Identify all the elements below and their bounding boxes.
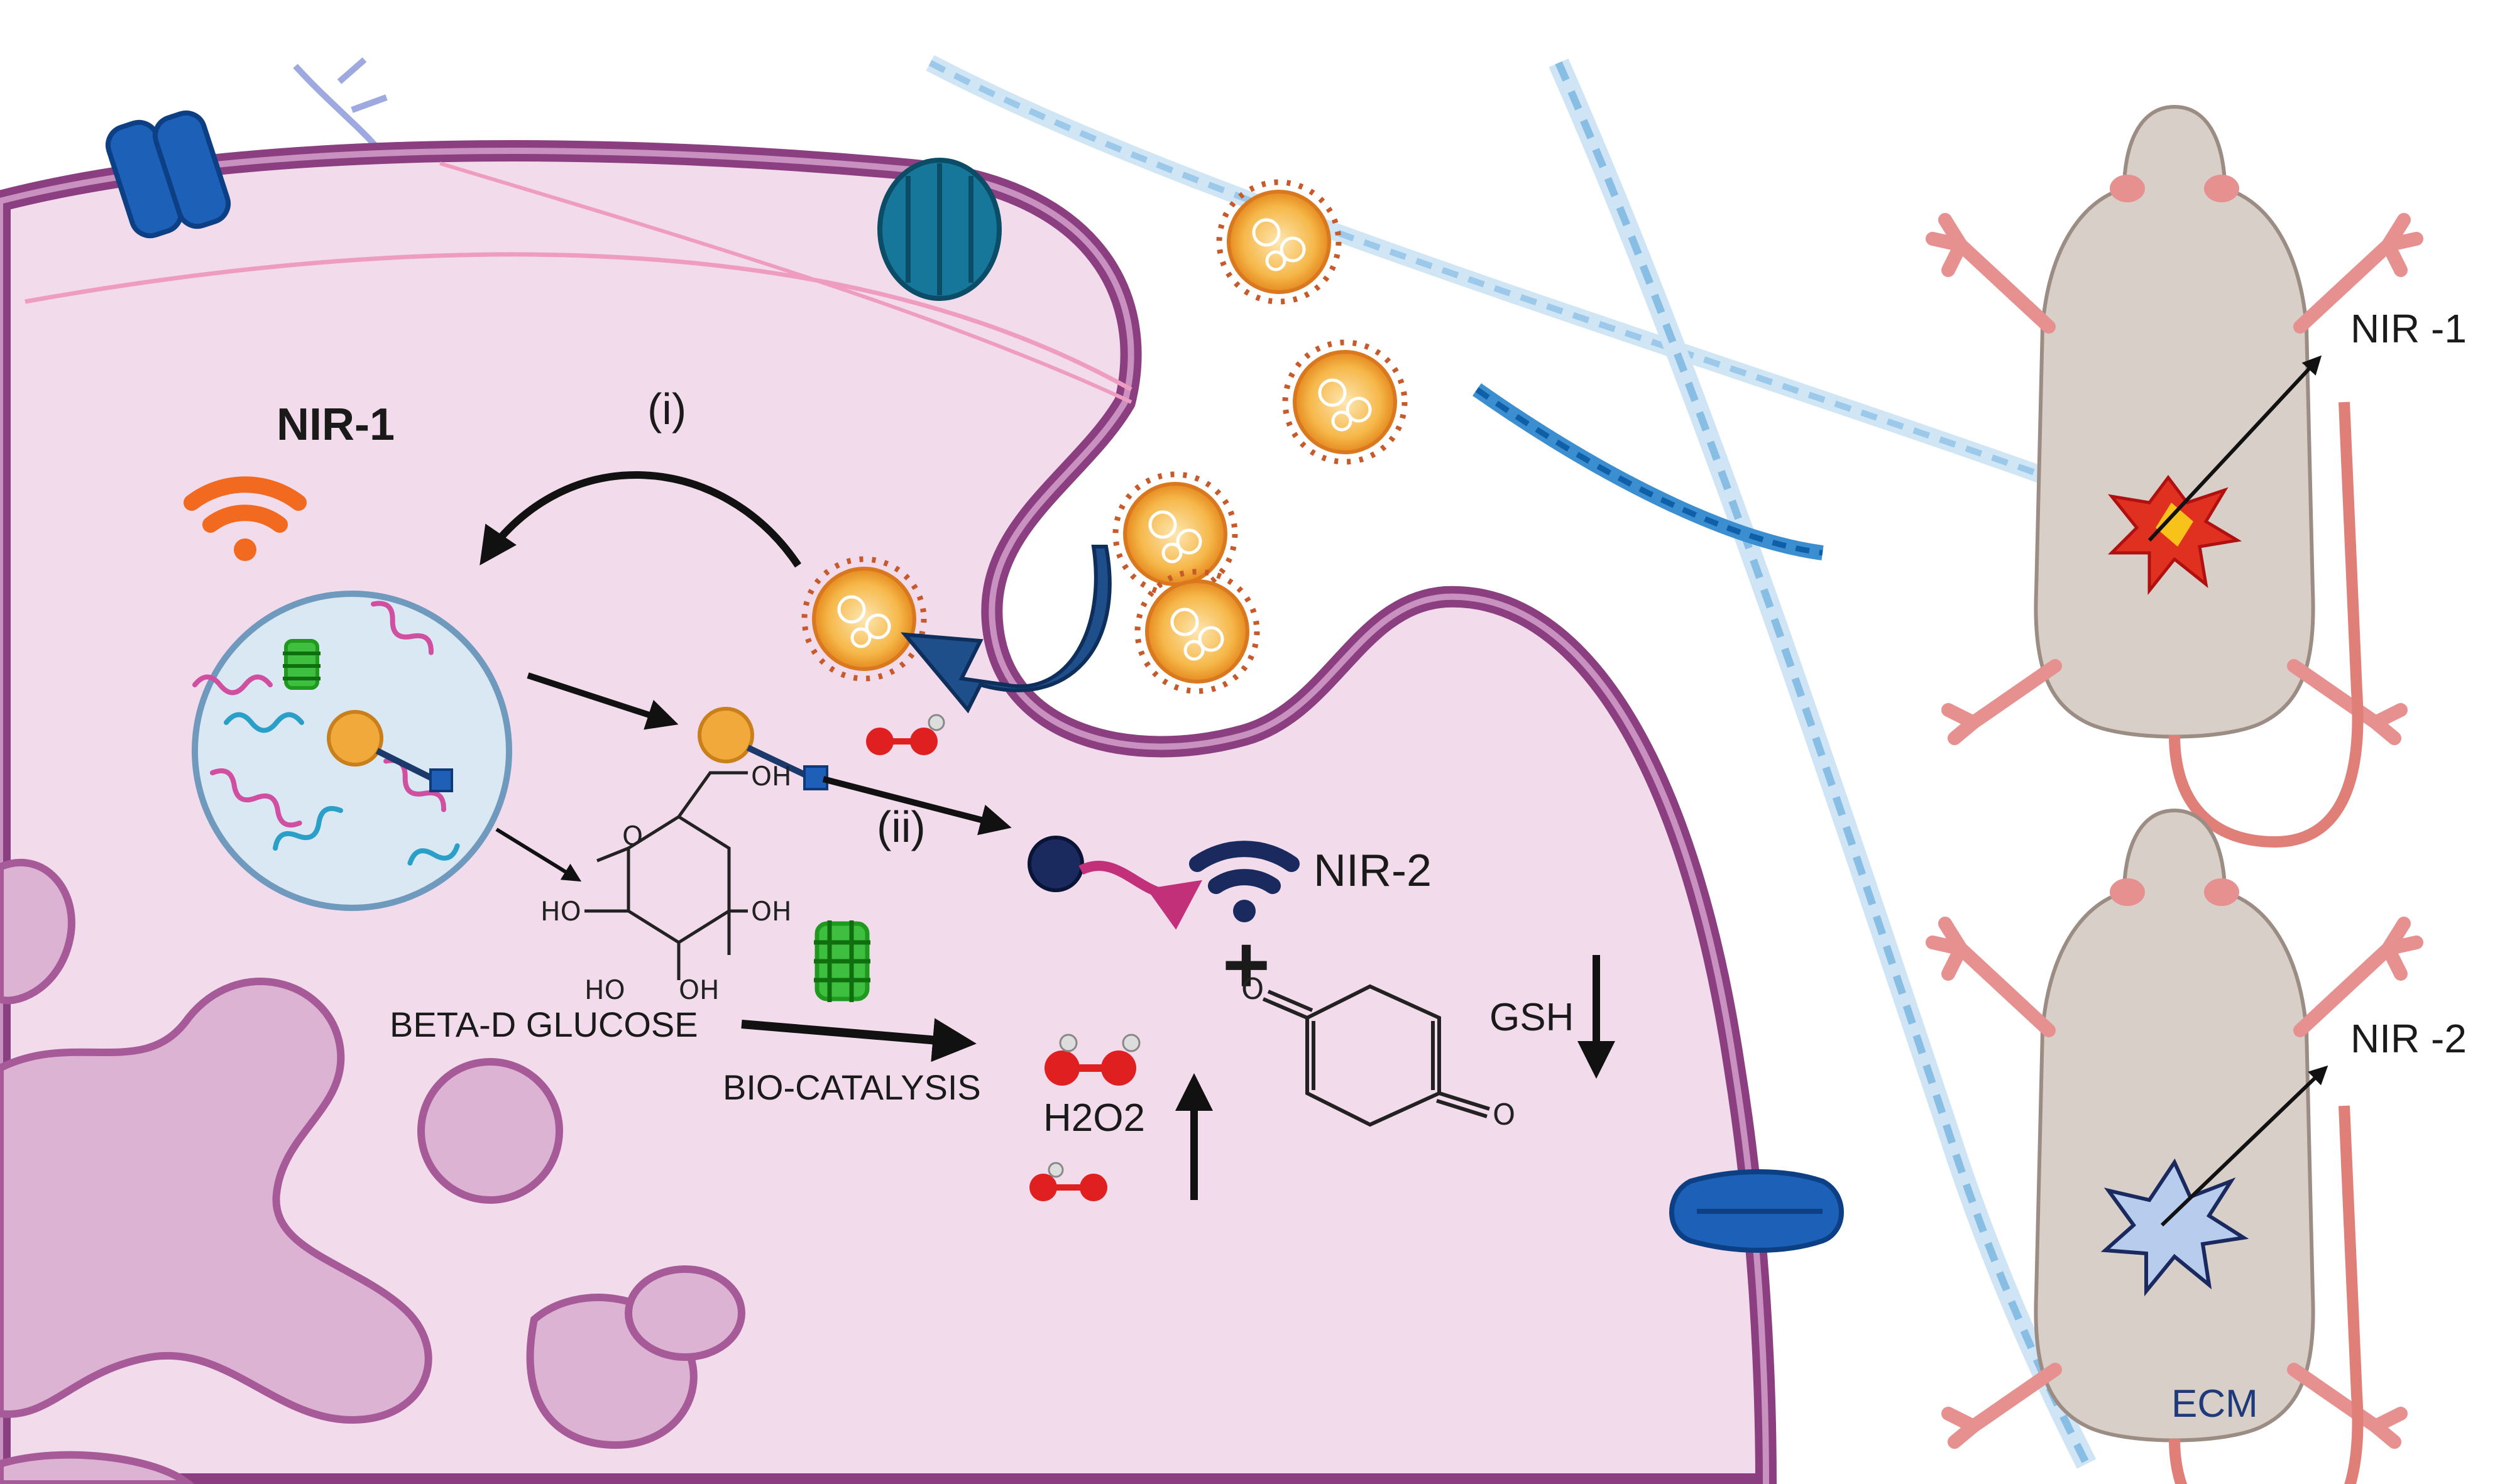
- glucose-oh-top: OH: [751, 761, 792, 792]
- ecm-fibers: [293, 55, 2097, 1469]
- arrow-vesicle-to-glucose: [495, 827, 582, 882]
- mouse-nir2-arrow: [2160, 1065, 2328, 1227]
- probe-molecule: [698, 707, 828, 790]
- h2o2-label: H2O2: [1043, 1096, 1145, 1140]
- mouse-nir2: [1933, 810, 2416, 1484]
- nir1-signal-icon: [184, 476, 307, 561]
- h2o2-molecule-2: [1045, 1034, 1141, 1086]
- quinone-o-bottom: O: [1493, 1098, 1515, 1132]
- membrane-channel-2: [877, 158, 1002, 301]
- endocytosis-arrow: [901, 545, 1112, 714]
- ecm-label: ECM: [2171, 1382, 2258, 1426]
- quinone-structure: [1262, 984, 1490, 1127]
- vesicle: [192, 591, 512, 911]
- glucose-label: BETA-D GLUCOSE: [390, 1005, 698, 1044]
- mouse-nir1-arrow: [2147, 355, 2322, 542]
- glucose-structure: [584, 771, 748, 980]
- glucose-oh-bottom: OH: [679, 974, 720, 1005]
- mouse-nir1-label: NIR -1: [2350, 306, 2467, 351]
- quinone-o-top: O: [1241, 972, 1264, 1006]
- biocatalysis-label: BIO-CATALYSIS: [723, 1067, 981, 1107]
- nir2-cell-label: NIR-2: [1313, 846, 1432, 896]
- tumor-nir2-icon: [2100, 1158, 2249, 1297]
- glucose-oh-right: OH: [751, 896, 792, 927]
- h2o2-molecule-3: [1029, 1162, 1107, 1201]
- membrane-channel-1: [105, 110, 231, 239]
- step-ii-label: (ii): [877, 802, 926, 851]
- mouse-nir1: [1933, 107, 2416, 842]
- arrow-step-ii: [822, 776, 1012, 836]
- nir1-cell-label: NIR-1: [277, 400, 395, 450]
- membrane-channel-3: [1669, 1169, 1844, 1253]
- glucose-o-ring: O: [622, 821, 643, 851]
- biocatalysis-arrow: [741, 1018, 977, 1062]
- gsh-label: GSH: [1489, 996, 1574, 1039]
- step-i-label: (i): [647, 385, 686, 434]
- plus-sign: +: [1222, 919, 1270, 1010]
- arrow-step-i: [480, 471, 801, 568]
- h2o2-molecule-1: [866, 714, 945, 755]
- enzyme-in-vesicle: [283, 639, 321, 690]
- activated-probe: [1028, 836, 1203, 930]
- glucose-ho-left: HO: [540, 896, 581, 927]
- mouse-nir2-label: NIR -2: [2350, 1016, 2467, 1061]
- organelles: [0, 859, 745, 1484]
- nir2-signal-icon: [1189, 841, 1300, 922]
- glucose-ho-bottom: HO: [584, 974, 625, 1005]
- enzyme-glucose-oxidase: [814, 920, 870, 1002]
- arrow-vesicle-to-probe: [527, 672, 679, 730]
